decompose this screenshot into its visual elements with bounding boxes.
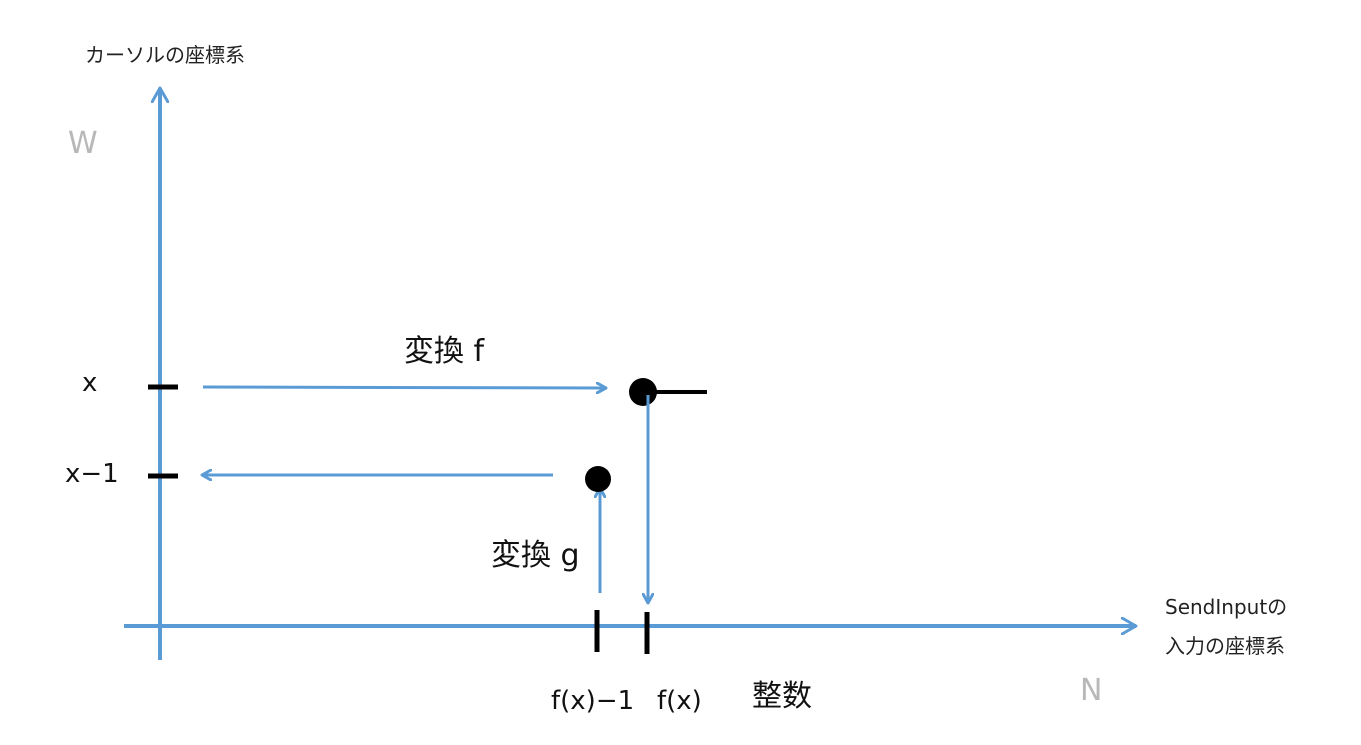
step-point-lower xyxy=(585,466,611,492)
y-axis-system-label: カーソルの座標系 xyxy=(85,43,245,67)
integer-label: 整数 xyxy=(752,679,812,714)
transform-f-label: 変換 f xyxy=(404,334,486,369)
transform-f-arrow xyxy=(202,387,606,388)
x-axis-letter: N xyxy=(1080,673,1102,708)
tick-x-label: x xyxy=(82,368,97,398)
transform-g-label: 変換 g xyxy=(491,538,580,573)
tick-fx-minus-1-label: f(x)−1 xyxy=(551,686,634,716)
y-axis-letter: W xyxy=(68,126,98,161)
x-axis-system-label-line1: SendInputの xyxy=(1165,595,1287,619)
tick-x-minus-1-label: x−1 xyxy=(65,459,119,489)
x-axis-system-label-line2: 入力の座標系 xyxy=(1165,634,1285,658)
tick-fx-label: f(x) xyxy=(657,686,702,716)
